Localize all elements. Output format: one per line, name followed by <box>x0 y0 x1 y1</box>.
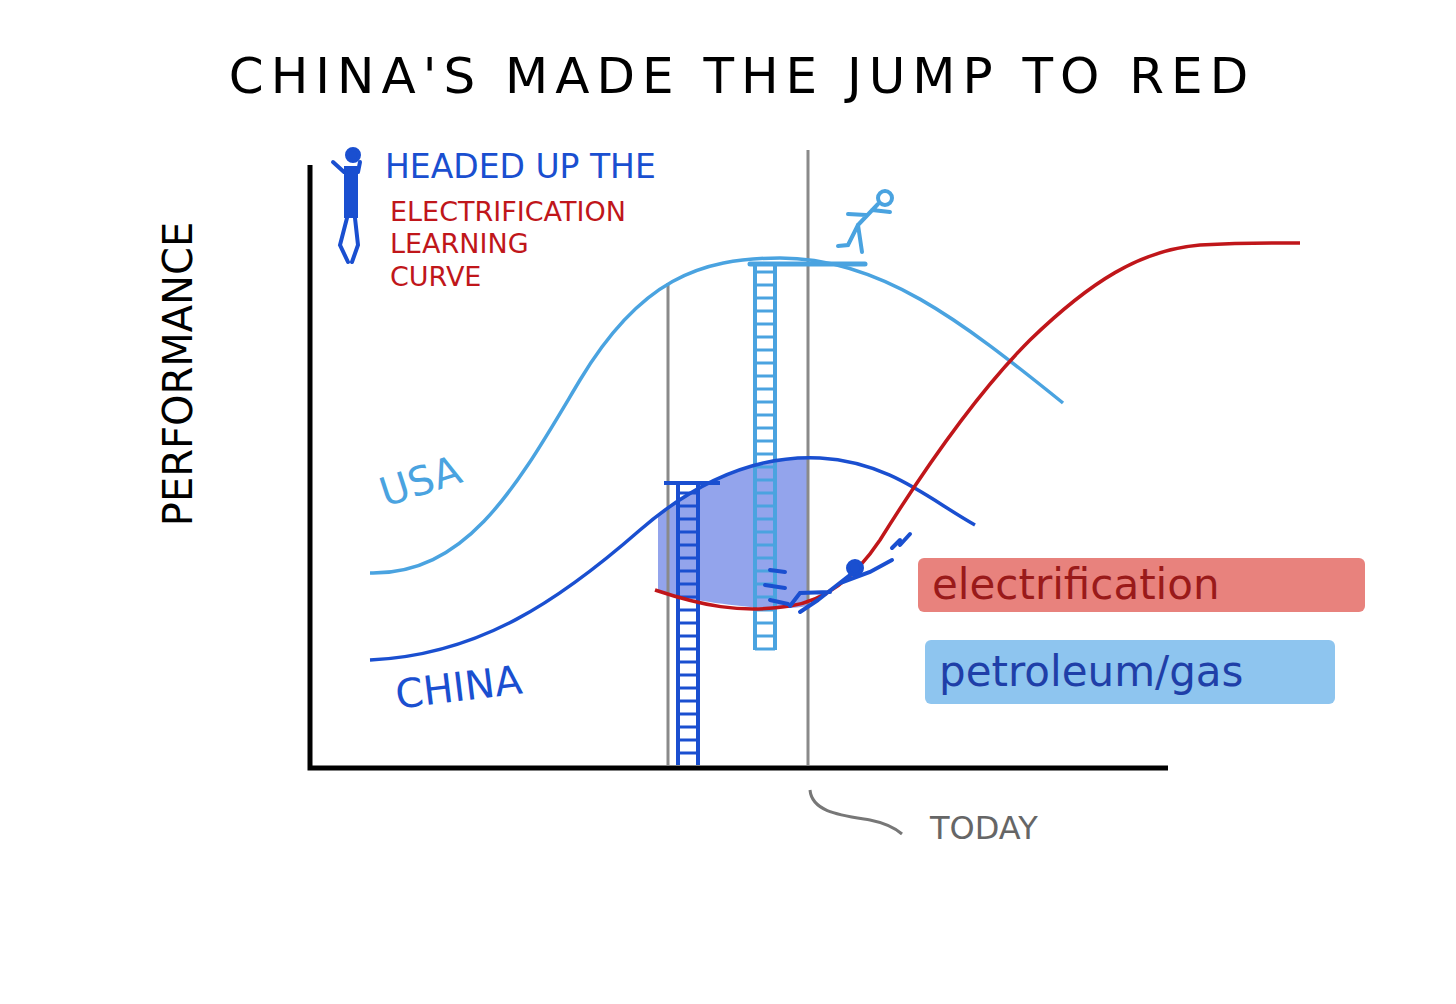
ladder-stroke <box>678 505 698 508</box>
legend-text: petroleum/gas <box>939 650 1243 694</box>
ladder-stroke <box>678 635 698 638</box>
ladder-stroke <box>678 609 698 612</box>
ladder-stroke <box>773 262 777 650</box>
ladder-stroke <box>755 544 775 547</box>
ladder-stroke <box>755 440 775 443</box>
ladder-stroke <box>755 414 775 417</box>
ladder-stroke <box>755 427 775 430</box>
callout-text: HEADED UP THE <box>385 150 656 185</box>
ladder-stroke <box>755 492 775 495</box>
ladder-stroke <box>755 518 775 521</box>
leader-line <box>810 790 902 834</box>
ladder-stroke <box>753 262 757 650</box>
axis-label: PERFORMANCE <box>157 222 199 526</box>
ladder-stroke <box>678 674 698 677</box>
ladder-stroke <box>755 648 775 651</box>
ladder-stroke <box>755 349 775 352</box>
stick-figure-sitting <box>750 191 892 264</box>
electrification-curve <box>655 243 1300 609</box>
ladder-stroke <box>755 479 775 482</box>
ladder-stroke <box>755 297 775 300</box>
series-label: CHINA <box>390 658 527 716</box>
ladders <box>664 262 775 765</box>
stick-figure-climber <box>333 149 360 262</box>
ladder-stroke <box>755 362 775 365</box>
series-label: USA <box>372 447 469 514</box>
ladder-stroke <box>755 271 775 274</box>
ladder-stroke <box>678 570 698 573</box>
stick-figure-jumper <box>765 534 910 612</box>
ladder-stroke <box>755 323 775 326</box>
callout-text: ELECTRIFICATION LEARNING CURVE <box>390 196 626 293</box>
ladder-stroke <box>678 713 698 716</box>
ladder-stroke <box>678 544 698 547</box>
ladder-stroke <box>678 739 698 742</box>
legend-text: electrification <box>932 563 1220 607</box>
ladder-stroke <box>678 531 698 534</box>
time-label: TODAY <box>930 812 1038 846</box>
ladder-stroke <box>755 635 775 638</box>
ladder-stroke <box>678 557 698 560</box>
chart-title: CHINA'S MADE THE JUMP TO RED <box>229 50 1255 103</box>
ladder-stroke <box>755 531 775 534</box>
shaded-region <box>658 458 808 608</box>
ladder-stroke <box>755 310 775 313</box>
ladder-stroke <box>755 336 775 339</box>
ladder-stroke <box>678 661 698 664</box>
ladder-stroke <box>755 557 775 560</box>
ladder-stroke <box>755 622 775 625</box>
ladder-stroke <box>755 505 775 508</box>
ladder-stroke <box>755 388 775 391</box>
ladder-stroke <box>678 752 698 755</box>
era-line <box>667 283 670 765</box>
ladder-stroke <box>678 583 698 586</box>
ladder-stroke <box>755 596 775 599</box>
ladder-stroke <box>755 375 775 378</box>
ladder-stroke <box>678 648 698 651</box>
ladder-stroke <box>678 700 698 703</box>
ladder-stroke <box>755 453 775 456</box>
ladder-stroke <box>755 401 775 404</box>
ladder-stroke <box>678 622 698 625</box>
ladder-stroke <box>678 726 698 729</box>
usa-curve <box>370 258 1063 573</box>
ladder-stroke <box>678 518 698 521</box>
ladder-stroke <box>755 284 775 287</box>
ladder-stroke <box>678 687 698 690</box>
